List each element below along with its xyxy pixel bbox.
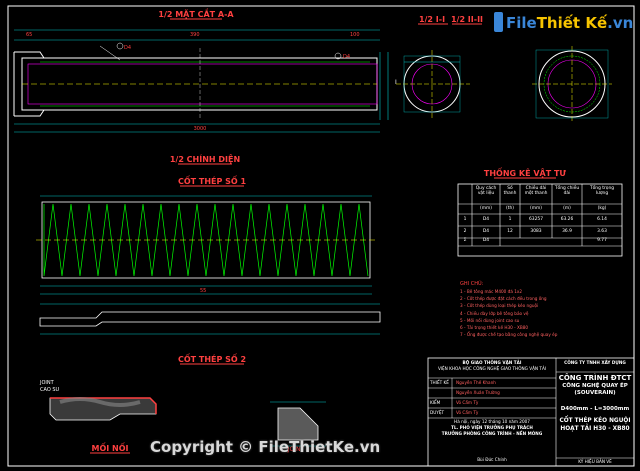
logo-icon — [494, 12, 503, 32]
note-item: 6 - Tải trọng thiết kế H30 - XB80 — [460, 325, 529, 331]
svg-text:I: I — [395, 79, 397, 86]
table-row-1-count: 1 — [508, 217, 512, 222]
section-11-view: 1/2 I-I — [396, 15, 470, 118]
notes-block: GHI CHÚ: — [460, 280, 484, 287]
tb-name-1: Nguyễn Thế Khanh — [456, 380, 496, 385]
joint-title: MỐI NỐI — [92, 441, 129, 453]
section-aa-title: 1/2 MẶT CẮT A-A — [158, 7, 234, 19]
logo-text: FileThiết Kế.vn — [506, 14, 634, 32]
tb-pipe-spec: D400mm - L=3000mm — [560, 406, 630, 412]
table-row-2-len: 3083 — [530, 229, 542, 234]
table-row-2-spec: D4 — [482, 229, 490, 234]
table-header-total: Tổng chiều dài — [554, 186, 580, 196]
site-logo — [494, 10, 618, 36]
tb-role-3: KIỂM — [430, 400, 441, 405]
tb-name-3: Võ Cẩm Tỳ — [456, 400, 479, 405]
rebar-1-view: CỐT THÉP SỐ 1 — [36, 174, 376, 295]
table-row-1-weight: 6.14 — [597, 217, 607, 222]
tb-sheet: KÝ HIỆU BẢN VẼ — [578, 459, 612, 464]
notes-title: GHI CHÚ: — [460, 280, 484, 287]
tb-role-1: THIẾT KẾ — [430, 380, 449, 385]
tb-chief: TL. PHÓ VIỆN TRƯỞNG PHỤ TRÁCH — [451, 425, 533, 430]
table-row-2-total: 36.9 — [562, 229, 572, 234]
tb-dept: TRƯỞNG PHÒNG CÔNG TRÌNH - NỀN MÓNG — [441, 431, 543, 436]
tb-ministry: BỘ GIAO THÔNG VẬN TẢI — [462, 360, 522, 365]
copyright-watermark: Copyright © FileThietKe.vn — [150, 438, 381, 456]
table-row-2-count: 12 — [507, 229, 513, 234]
titleblock-text: BỘ GIAO THÔNG VẬN TẢI VIỆN KHOA HỌC CÔNG… — [428, 358, 634, 466]
table-sum-weight: 9.77 — [597, 238, 607, 243]
joint-detail: JOINT CAO SU MỐI NỐI — [39, 380, 157, 454]
joint-label-2: CAO SU — [40, 387, 60, 393]
tb-name-4: Võ Cẩm Tỳ — [456, 410, 479, 415]
table-header-len: Chiều dài một thanh — [524, 186, 548, 196]
section-aa-view: 1/2 MẶT CẮT A-A D4 D4 3000 I — [13, 7, 397, 133]
tb-project-title: CÔNG TRÌNH ĐTCT — [558, 374, 632, 382]
gasket-detail: JOINT — [270, 401, 326, 453]
material-table: THỐNG KÊ VẬT TƯ — [457, 166, 623, 257]
note-item: 4 - Chiều dày lớp bê tông bảo vệ — [460, 310, 529, 316]
dim-d2: 390 — [190, 32, 200, 38]
table-unit-weight: (kg) — [597, 206, 607, 211]
rebar-2-view: CỐT THÉP SỐ 2 — [39, 303, 381, 365]
dim-d1: 65 — [26, 32, 33, 38]
note-item: 7 - Ống được chế tạo bằng công nghệ quay… — [460, 332, 558, 338]
section-11-title: 1/2 I-I — [419, 15, 445, 24]
table-row-1-len: 63257 — [529, 217, 543, 222]
svg-text:JOINT: JOINT — [287, 446, 305, 453]
elevation-title: 1/2 CHÍNH DIỆN — [170, 153, 240, 164]
joint-label-1: JOINT — [39, 380, 55, 386]
note-item: 1 - Bê tông mác M400 đá 1x2 — [460, 289, 523, 294]
table-unit-count: (th) — [506, 206, 514, 211]
svg-text:D4: D4 — [343, 54, 350, 60]
table-sum-spec: D4 — [482, 238, 490, 243]
tb-company: CÔNG TY TNHH XÂY DỰNG — [564, 360, 626, 365]
table-title: THỐNG KÊ VẬT TƯ — [484, 166, 567, 178]
dim-d4: 55 — [200, 288, 207, 294]
note-item: 3 - Cốt thép dùng loại thép kéo nguội — [460, 303, 539, 309]
section-22-view: 1/2 II-II — [451, 15, 612, 122]
tb-sign: Bùi Đức Chính — [477, 457, 507, 462]
tb-drawing-title: CỐT THÉP KÉO NGUỘI — [559, 418, 631, 424]
table-text: Quy cách vật liệu Số thanh Chiều dài một… — [458, 184, 622, 256]
table-unit-total: (m) — [563, 206, 571, 211]
table-row-2-weight: 3.63 — [597, 229, 607, 234]
table-sum-label: Σ — [463, 238, 467, 243]
tb-project-method: (SOUVERAIN) — [574, 390, 616, 396]
table-row-1-no: 1 — [463, 217, 467, 222]
table-row-2-no: 2 — [463, 229, 467, 234]
note-item: 5 - Mối nối dùng joint cao su — [460, 317, 520, 323]
rebar-1-title: CỐT THÉP SỐ 1 — [178, 174, 247, 186]
table-header-count: Số thanh — [503, 186, 517, 196]
tb-name-2: Nguyễn Xuân Trường — [456, 390, 500, 395]
table-header-weight: Tổng trọng lượng — [589, 186, 615, 196]
table-unit-spec: (mm) — [480, 206, 492, 211]
table-row-1-total: 63.26 — [560, 217, 574, 222]
note-item: 2 - Cốt thép được đặt cách đều trong ống — [460, 296, 547, 302]
svg-text:D4: D4 — [124, 45, 131, 51]
dim-total-length: 3000 — [194, 126, 207, 132]
tb-project-sub: CÔNG NGHỆ QUAY ÉP — [562, 383, 628, 389]
tb-role-4: DUYỆT — [430, 410, 445, 415]
tb-institute: VIỆN KHOA HỌC CÔNG NGHỆ GIAO THÔNG VẬN T… — [437, 366, 547, 371]
tb-load: HOẠT TẢI H30 - XB80 — [560, 426, 630, 432]
tb-date: Hà nội, ngày 12 tháng 10 năm 2007 — [454, 419, 530, 424]
section-22-title: 1/2 II-II — [451, 15, 483, 24]
notes-list: 1 - Bê tông mác M400 đá 1x2 2 - Cốt thép… — [460, 288, 630, 338]
dim-d3: 100 — [350, 32, 360, 38]
title-block — [427, 357, 635, 467]
table-header-spec: Quy cách vật liệu — [475, 186, 497, 196]
rebar-2-title: CỐT THÉP SỐ 2 — [178, 352, 246, 364]
table-unit-len: (mm) — [530, 206, 542, 211]
table-row-1-spec: D4 — [482, 217, 490, 222]
drawing-frame — [7, 5, 635, 467]
